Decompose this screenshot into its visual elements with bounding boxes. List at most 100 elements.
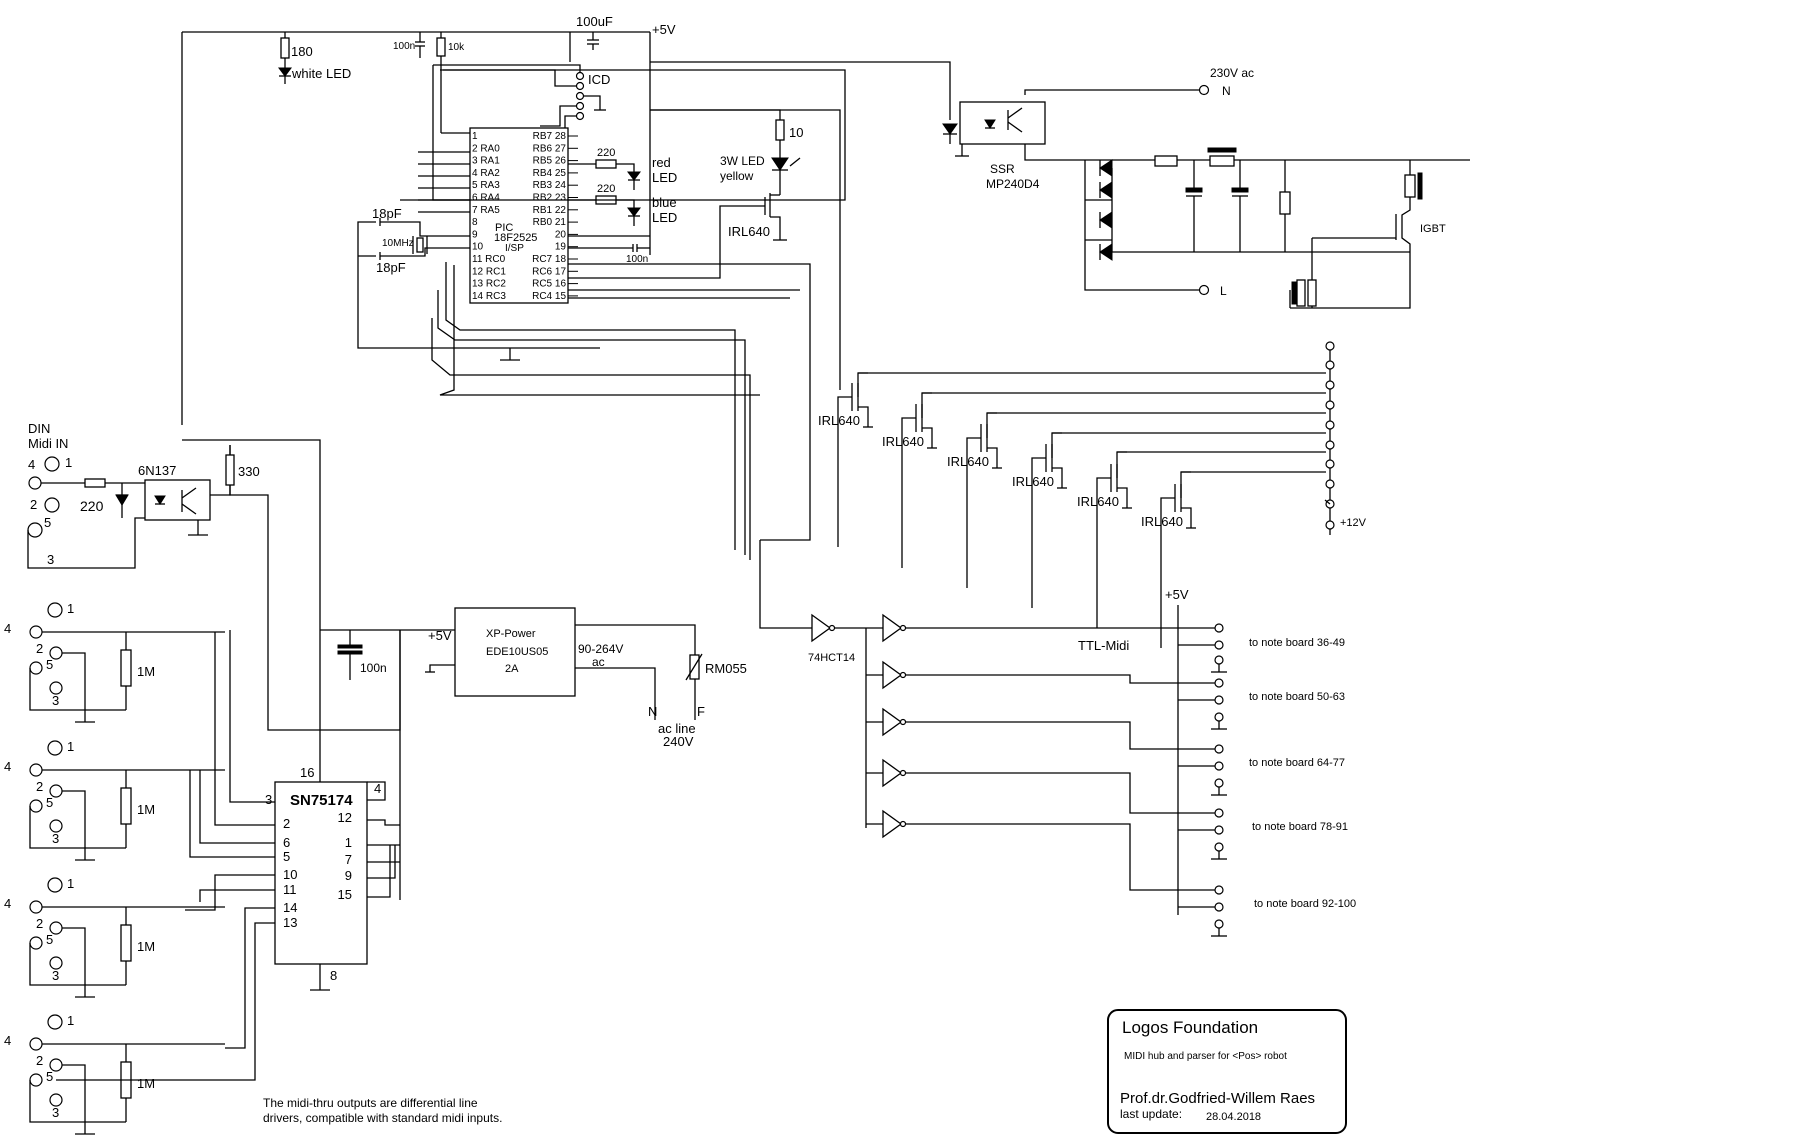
note-board-label: to note board 36-49 bbox=[1249, 637, 1345, 649]
r330-label: 330 bbox=[238, 464, 260, 479]
irl640-transistor: IRL640 bbox=[1077, 451, 1326, 628]
driver-right-pin: 12 bbox=[338, 810, 352, 825]
driver-left-pin: 6 bbox=[283, 835, 290, 850]
midi-in-section: DIN Midi IN 4 1 2 5 3 220 6N137 330 bbox=[27, 421, 401, 760]
top-power-rail bbox=[181, 31, 651, 425]
ac-label: 230V ac bbox=[1210, 66, 1254, 80]
din-pin2: 2 bbox=[30, 497, 37, 512]
driver-left-pin: 11 bbox=[283, 882, 297, 897]
ttl-channels: to note board 36-49 to note board 50-63 to… bbox=[866, 613, 1356, 937]
ssr-section: SSR MP240D4 230V ac N L bbox=[400, 61, 1470, 309]
note-board-label: to note board 50-63 bbox=[1249, 691, 1345, 703]
driver-cap-label: 100n bbox=[360, 661, 387, 675]
footnote: The midi-thru outputs are differential l… bbox=[263, 1096, 502, 1125]
out-pin3: 3 bbox=[52, 968, 59, 983]
r180-label: 180 bbox=[291, 44, 313, 59]
pic-right-pin: 20 bbox=[555, 229, 567, 240]
pic-right-pin: RC6 17 bbox=[532, 266, 566, 277]
pic-right-pin: RB3 24 bbox=[533, 180, 567, 191]
l-label: L bbox=[1220, 284, 1227, 298]
out-pin2: 2 bbox=[36, 916, 43, 931]
note-board-label: to note board 64-77 bbox=[1249, 757, 1345, 769]
out-pin2: 2 bbox=[36, 1053, 43, 1068]
out-pin5: 5 bbox=[46, 932, 53, 947]
pic-right-pin: RB6 27 bbox=[533, 143, 567, 154]
bulk-capacitor: 100uF +5V bbox=[576, 14, 676, 50]
pic-left-pin: 10 bbox=[472, 242, 484, 253]
irl640-label: IRL640 bbox=[882, 434, 924, 449]
pic-chip: PIC 18F2525 I/SP bbox=[469, 127, 569, 304]
plus5v-top-label: +5V bbox=[652, 22, 676, 37]
pic-right-pin: RC7 18 bbox=[532, 254, 566, 265]
pic-right-pin: RB4 25 bbox=[533, 168, 567, 179]
red-led-label1: red bbox=[652, 155, 671, 170]
driver-name: SN75174 bbox=[290, 792, 353, 809]
psu-current: 2A bbox=[505, 663, 519, 675]
ttl-channel: to note board 78-91 bbox=[866, 758, 1348, 860]
ttl-channel: to note board 64-77 bbox=[866, 707, 1345, 796]
din-pin4: 4 bbox=[28, 457, 35, 472]
irl640-label: IRL640 bbox=[947, 454, 989, 469]
status-leds: 220 red LED 220 blue LED bbox=[568, 147, 677, 226]
midi-in-label: Midi IN bbox=[28, 436, 68, 451]
blue-led-label1: blue bbox=[652, 195, 677, 210]
pic-left-pin: 5 RA3 bbox=[472, 180, 500, 191]
out-resistor-label: 1M bbox=[137, 664, 155, 679]
icd-label: ICD bbox=[588, 72, 610, 87]
xtal-cap2-label: 18pF bbox=[376, 260, 406, 275]
out-pin2: 2 bbox=[36, 641, 43, 656]
pic-left-pin: 9 bbox=[472, 229, 478, 240]
c100n-top-label: 100n bbox=[393, 41, 415, 52]
din-label: DIN bbox=[28, 421, 50, 436]
out-pin1: 1 bbox=[67, 876, 74, 891]
pic-left-pin: 14 RC3 bbox=[472, 291, 506, 302]
psu-n: N bbox=[648, 704, 657, 719]
title-block: Logos Foundation MIDI hub and parser for… bbox=[1107, 1009, 1347, 1134]
sn75174-driver: SN75174 16 8 bbox=[274, 760, 368, 991]
note-board-label: to note board 92-100 bbox=[1254, 898, 1356, 910]
irl640-transistor: IRL640 bbox=[882, 392, 1326, 568]
out-pin4: 4 bbox=[4, 1033, 11, 1048]
driver-left-pin: 3 bbox=[265, 792, 272, 807]
out-pin5: 5 bbox=[46, 1069, 53, 1084]
driver-right-pin: 7 bbox=[345, 852, 352, 867]
title-org: Logos Foundation bbox=[1122, 1018, 1258, 1037]
irl640-transistor: IRL640 bbox=[1141, 471, 1326, 648]
psu-section: 100n +5V XP-Power EDE10US05 2A 90-264V a… bbox=[320, 607, 747, 900]
pic-left-pin: 11 RC0 bbox=[472, 254, 506, 265]
driver-left-pin: 13 bbox=[283, 915, 297, 930]
out-pin1: 1 bbox=[67, 739, 74, 754]
led3w-label2: yellow bbox=[720, 169, 754, 183]
irl640-label: IRL640 bbox=[818, 413, 860, 428]
pic-left-pin: 3 RA1 bbox=[472, 156, 500, 167]
connector-column: +12V bbox=[1324, 341, 1367, 535]
ttl-title: TTL-Midi bbox=[1078, 638, 1129, 653]
out-pin3: 3 bbox=[52, 1105, 59, 1120]
pic-left-pin: 13 RC2 bbox=[472, 279, 506, 290]
driver-left-pin: 2 bbox=[283, 816, 290, 831]
din-pin1: 1 bbox=[65, 455, 72, 470]
out-resistor-label: 1M bbox=[137, 1076, 155, 1091]
ttl-plus5: +5V bbox=[1165, 587, 1189, 602]
psu-plus5: +5V bbox=[428, 628, 452, 643]
driver-right-pin: 4 bbox=[374, 781, 381, 796]
driver-right-pin: 9 bbox=[345, 868, 352, 883]
ttl-channel: to note board 50-63 bbox=[866, 660, 1345, 730]
driver-left-pin: 10 bbox=[283, 867, 297, 882]
ttl-section: 74HCT14 +5V TTL-Midi bbox=[759, 540, 1189, 915]
white-led-branch: 180 white LED bbox=[278, 32, 351, 84]
led3w-label1: 3W LED bbox=[720, 154, 765, 168]
irl640-transistor: IRL640 bbox=[947, 412, 1326, 588]
pic-right-pin: RB7 28 bbox=[533, 131, 567, 142]
note-line1: The midi-thru outputs are differential l… bbox=[263, 1096, 478, 1110]
varistor-label: RM055 bbox=[705, 661, 747, 676]
out-pin4: 4 bbox=[4, 896, 11, 911]
power-led-driver: 10 3W LED yellow IRL640 bbox=[568, 109, 803, 279]
irl640-transistor: IRL640 bbox=[1012, 432, 1326, 608]
r220a-label: 220 bbox=[597, 147, 615, 159]
pic-right-pin: RC5 16 bbox=[532, 279, 566, 290]
